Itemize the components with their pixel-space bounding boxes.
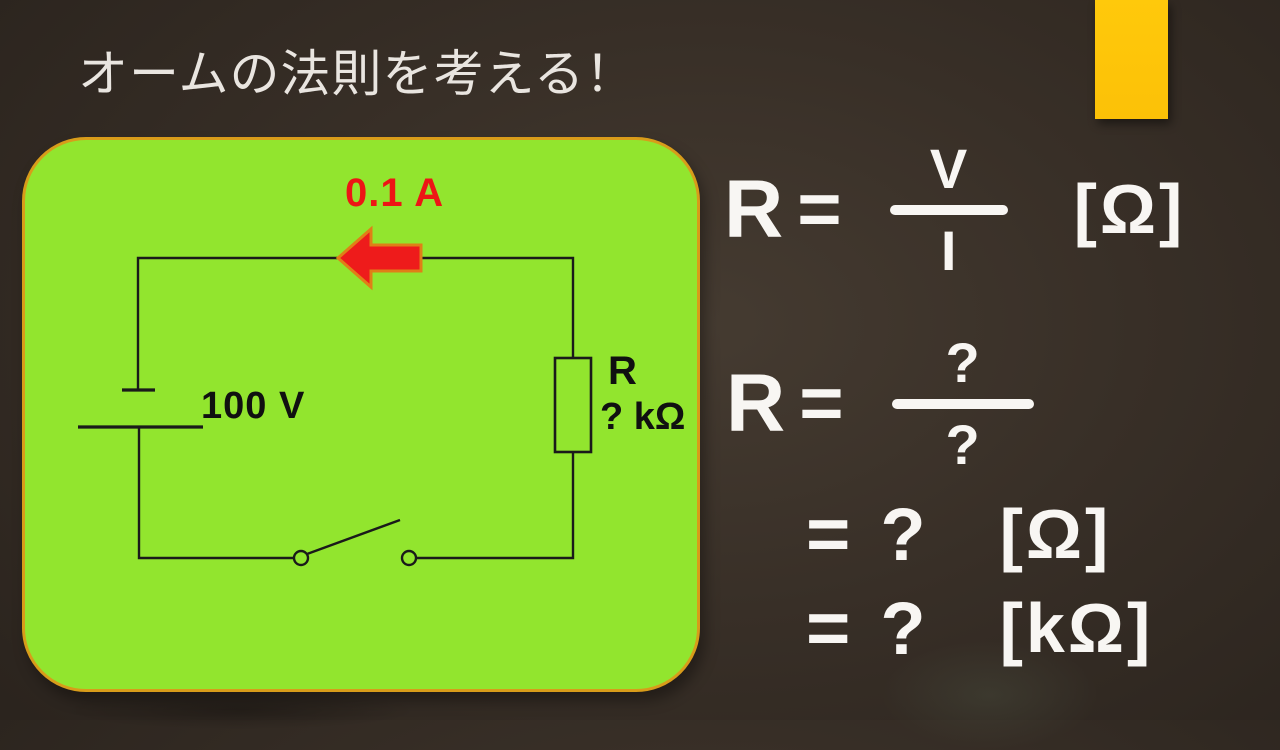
unit-bracket-kohm: [kΩ]	[999, 589, 1154, 668]
result-ohm-line: = ? [Ω]	[806, 491, 1112, 577]
formula-lhs: R	[724, 163, 784, 255]
voltage-label: 100 V	[201, 385, 306, 427]
fraction: ? ?	[891, 331, 1034, 476]
switch-icon	[292, 518, 418, 567]
fraction-bar	[891, 398, 1034, 409]
battery-icon	[78, 388, 203, 429]
resistor-icon	[553, 356, 593, 454]
slide-title: オームの法則を考える！	[78, 46, 636, 102]
fraction-numerator: ?	[945, 331, 980, 394]
formula-lhs: R	[726, 357, 786, 449]
substitution-formula: R = ? ?	[726, 332, 1034, 475]
fraction-bar	[889, 204, 1008, 215]
resistor-name-label: R	[608, 349, 637, 393]
equals-sign: =	[799, 360, 844, 446]
equals-sign: =	[797, 166, 842, 252]
equals-sign: =	[806, 491, 851, 577]
resistor-value-label: ? kΩ	[600, 396, 686, 438]
ohms-law-formula: R = V I [Ω]	[724, 138, 1185, 281]
fraction-numerator: V	[929, 137, 968, 200]
fraction-denominator: I	[940, 218, 957, 282]
unit-bracket-ohm: [Ω]	[999, 495, 1112, 574]
current-label: 0.1 A	[345, 171, 445, 215]
result-value: ?	[880, 587, 926, 670]
accent-bar	[1095, 0, 1168, 119]
fraction-denominator: ?	[945, 412, 980, 476]
circuit-diagram	[78, 225, 593, 567]
current-direction-arrow	[335, 225, 423, 291]
result-value: ?	[880, 493, 926, 576]
panel-ground-shadow	[60, 690, 420, 730]
unit-bracket-ohm: [Ω]	[1073, 170, 1186, 249]
result-kohm-line: = ? [kΩ]	[806, 585, 1154, 671]
fraction: V I	[889, 137, 1008, 282]
equals-sign: =	[806, 585, 851, 671]
